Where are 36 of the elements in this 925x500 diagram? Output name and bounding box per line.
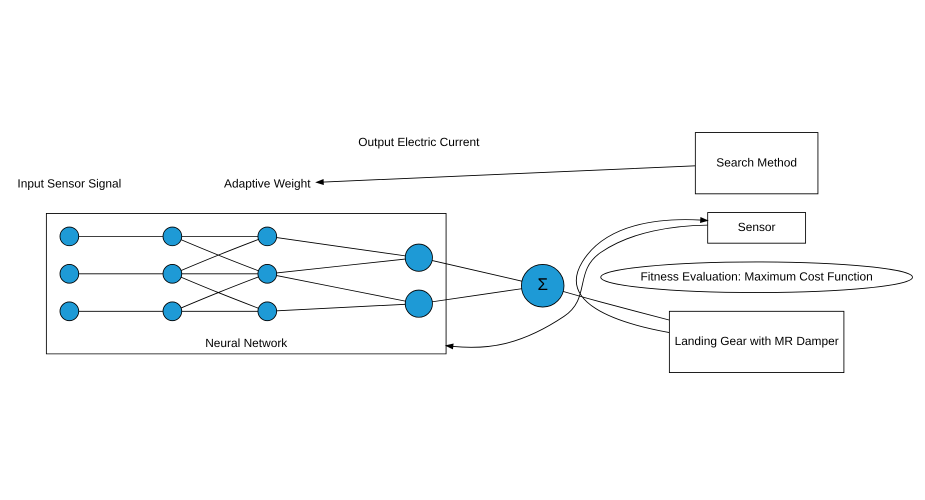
node-circle: [258, 226, 278, 246]
connector: [432, 260, 522, 282]
connector: [78, 310, 164, 312]
node-circle: [258, 264, 278, 284]
node-circle: [60, 226, 80, 246]
label: Output Electric Current: [358, 134, 480, 149]
connector: [276, 304, 406, 312]
label: Input Sensor Signal: [17, 176, 122, 191]
arrow: [315, 165, 696, 185]
connector: [276, 237, 406, 256]
node-box: Landing Gear with MR Damper: [668, 310, 844, 374]
node-circle: Σ: [521, 264, 564, 308]
node-circle: [404, 244, 433, 272]
node-box: Search Method: [694, 132, 818, 194]
node-circle: [60, 302, 80, 322]
node-circle: [60, 264, 80, 284]
connector: [276, 258, 406, 274]
connector: [78, 236, 164, 237]
connector: [181, 273, 258, 274]
node-circle: [258, 302, 278, 322]
node-box: Sensor: [707, 212, 806, 244]
node-circle: [162, 226, 182, 246]
arrow: [444, 224, 708, 350]
connector: [181, 310, 258, 312]
connector: [181, 236, 258, 237]
arrow: [576, 217, 709, 333]
node-text: Adaptive Weight: [224, 176, 311, 191]
connector: [432, 288, 522, 302]
node-circle: [162, 302, 182, 322]
connector: [562, 291, 670, 320]
node-circle: [162, 264, 182, 284]
cluster: Neural Network: [46, 212, 446, 354]
connector: [276, 275, 406, 302]
node-circle: [404, 290, 433, 318]
connector: [78, 273, 164, 274]
node-ellipse: Fitness Evaluation: Maximum Cost Function: [600, 262, 913, 293]
